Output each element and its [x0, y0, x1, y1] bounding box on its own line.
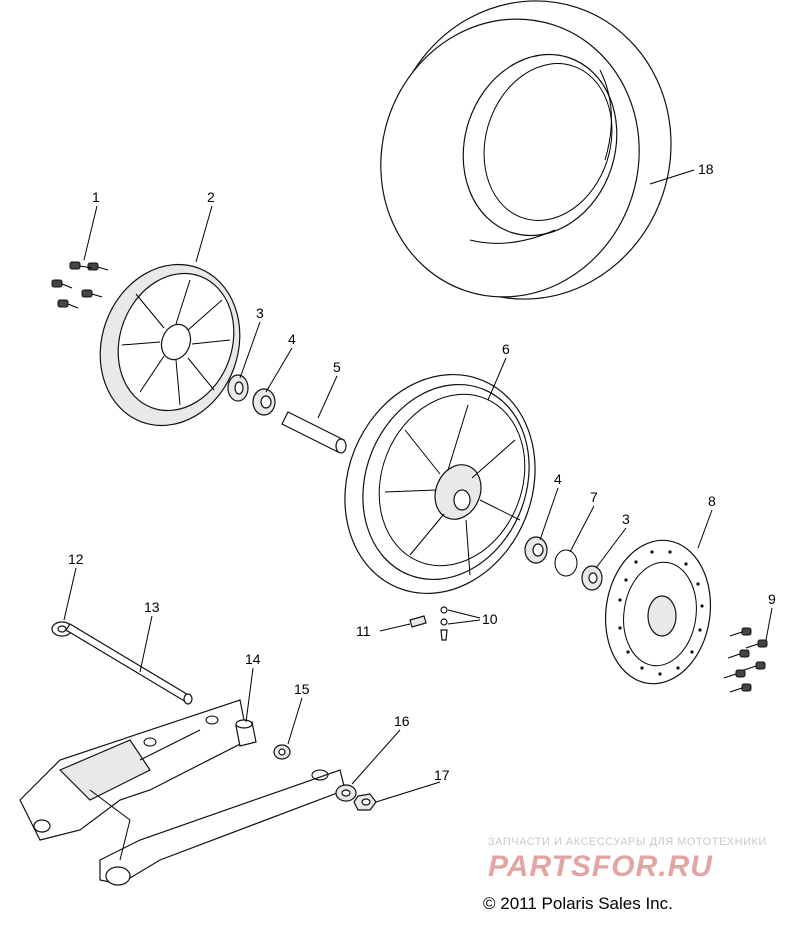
callout-5: 5: [333, 359, 341, 375]
axle-spacer-part-5: [281, 411, 347, 454]
callout-labels: 1 2 3 4 5 6 4 7 3 8 9 10 11 12 13 14 15 …: [68, 161, 776, 783]
callout-17: 17: [434, 767, 450, 783]
callout-7: 7: [590, 489, 598, 505]
wheel-seal-part-3-right: [581, 565, 603, 591]
callout-16: 16: [394, 713, 410, 729]
brake-disc-part-8: [604, 539, 712, 685]
callout-3: 3: [256, 305, 264, 321]
callout-1: 1: [92, 189, 100, 205]
callout-13: 13: [144, 599, 160, 615]
callout-3b: 3: [622, 511, 630, 527]
watermark-caption: ЗАПЧАСТИ И АКСЕССУАРЫ ДЛЯ МОТОТЕХНИКИ: [488, 836, 767, 848]
callout-15: 15: [294, 681, 310, 697]
callout-12: 12: [68, 551, 84, 567]
wheel-rim-part-6: [344, 373, 536, 595]
pulley-bolts-part-1: [51, 261, 109, 309]
wheel-bearing-part-4-left: [252, 388, 276, 416]
leader-lines: [63, 169, 773, 803]
axle-part-13: [65, 623, 193, 705]
rear-pulley-part-2: [99, 263, 241, 427]
callout-2: 2: [207, 189, 215, 205]
callout-18: 18: [698, 161, 714, 177]
wheel-seal-part-3-left: [227, 374, 249, 402]
callout-14: 14: [245, 651, 261, 667]
callout-6: 6: [502, 341, 510, 357]
tire-part-18: [380, 0, 672, 300]
callout-11: 11: [356, 623, 371, 639]
wheel-bearing-part-4-right: [524, 536, 548, 564]
wheel-weight-part-11: [409, 615, 427, 628]
disc-bolts-part-9: [723, 627, 768, 693]
valve-stem-part-10: [440, 606, 448, 641]
callout-8: 8: [708, 493, 716, 509]
callout-10: 10: [482, 611, 498, 627]
callout-4: 4: [288, 331, 296, 347]
callout-9: 9: [768, 591, 776, 607]
watermark-logo: PARTSFOR.RU: [488, 850, 713, 883]
swing-arm: [19, 699, 346, 886]
callout-4b: 4: [554, 471, 562, 487]
copyright-notice: © 2011 Polaris Sales Inc.: [483, 894, 673, 913]
axle-nut-part-17: [353, 793, 377, 811]
snap-ring-part-7: [554, 549, 578, 577]
washer-part-16: [335, 784, 357, 802]
spacer-part-15: [273, 744, 291, 760]
swing-arm-bushing-part-14: [235, 719, 257, 747]
